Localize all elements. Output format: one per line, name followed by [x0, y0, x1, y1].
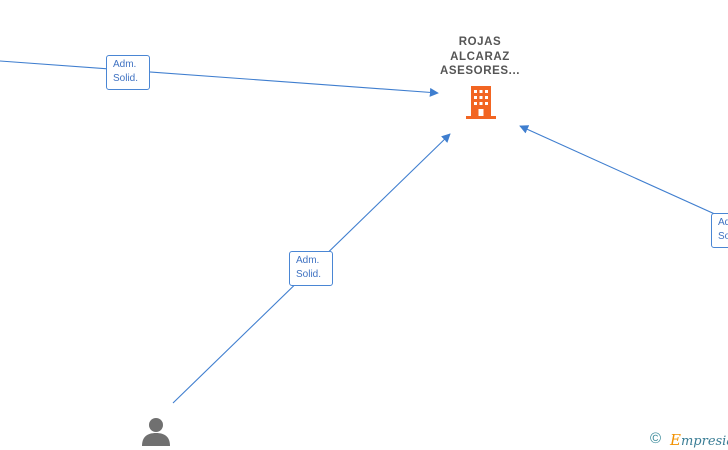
company-name-line-3: ASESORES...: [439, 65, 521, 77]
relation-label-line: Adm.: [296, 255, 320, 266]
company-name-line-1: ROJAS: [458, 36, 502, 48]
building-icon[interactable]: [466, 86, 496, 119]
brand-initial: E: [670, 431, 681, 449]
company-name-line-2: ALCARAZ: [450, 50, 510, 63]
relation-label-line: Solid.: [296, 269, 322, 280]
empresia-logo[interactable]: Empresia: [670, 431, 728, 449]
copyright-symbol: ©: [650, 430, 662, 447]
relation-label-adm-solid-person[interactable]: Adm. Solid.: [289, 251, 333, 286]
edge-line-right: [519, 125, 728, 221]
relation-label-line: Solid.: [113, 73, 139, 84]
relation-label-adm-solid-left[interactable]: Adm. Solid.: [106, 55, 150, 90]
relation-label-line: Adm.: [113, 59, 137, 70]
brand-rest: mpresia: [680, 434, 728, 449]
relation-label-line: Ad: [718, 217, 728, 228]
relation-label-right-truncated[interactable]: Ad So: [711, 213, 728, 248]
relation-label-line: So: [718, 231, 728, 242]
edge-line-left: [0, 60, 439, 97]
person-icon[interactable]: [141, 417, 171, 447]
company-name-label[interactable]: ROJAS ALCARAZ ASESORES...: [420, 35, 540, 79]
